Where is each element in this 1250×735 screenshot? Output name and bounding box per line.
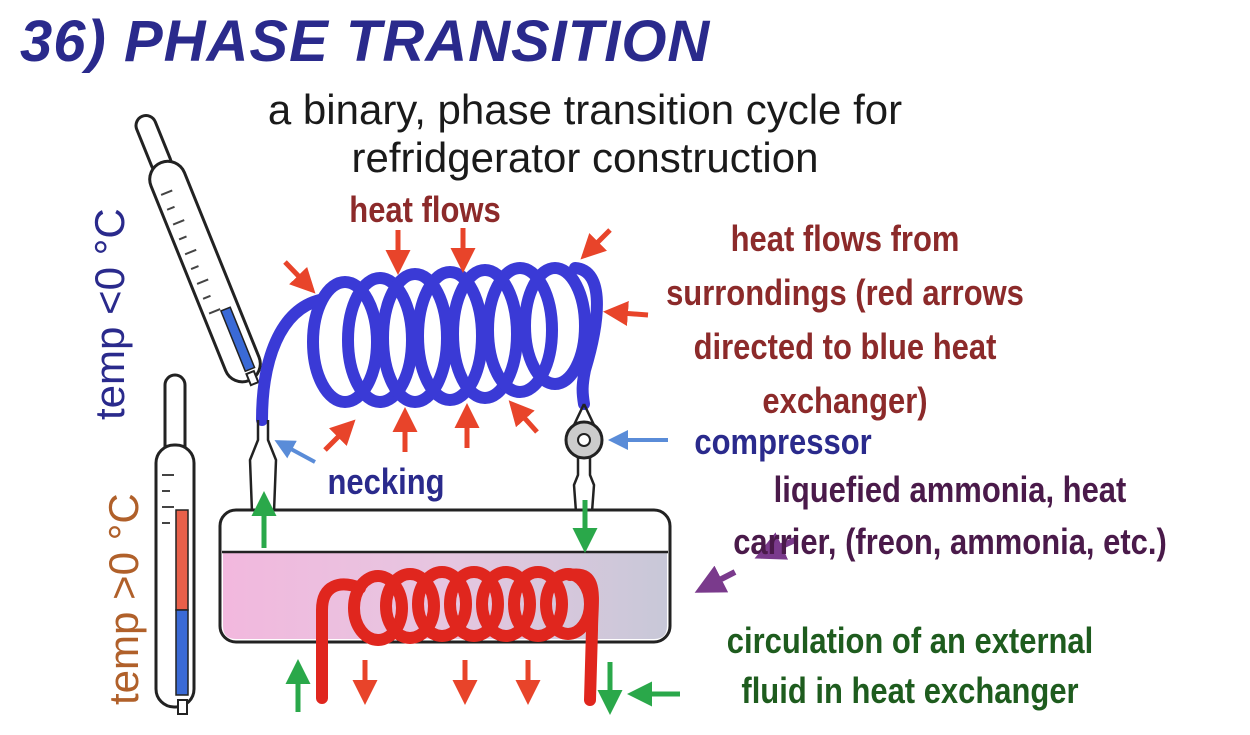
blue-heat-exchanger-coil	[256, 262, 603, 426]
liquid-pointer-arrows	[694, 532, 797, 593]
thermometer-cold	[134, 114, 262, 387]
necking-pipe	[248, 420, 278, 513]
circulation-label: circulation of an external fluid in heat…	[726, 620, 1094, 711]
subtitle: a binary, phase transition cycle for ref…	[267, 86, 903, 181]
red-heat-exchanger-coil	[316, 566, 599, 706]
temp-below-zero-label: temp <0 °C	[86, 208, 133, 420]
label-pointer-arrows	[274, 430, 668, 464]
liquefied-ammonia-label: liquefied ammonia, heat carrier, (freon,…	[733, 469, 1167, 562]
necking-label: necking	[327, 461, 445, 502]
fluid-flow-arrows	[251, 491, 680, 715]
page-title: 36) PHASE TRANSITION	[20, 9, 711, 74]
temp-above-zero-label: temp >0 °C	[100, 493, 147, 705]
heat-flows-label: heat flows	[349, 189, 501, 230]
compressor-unit	[564, 403, 604, 513]
heat-flows-surroundings-label: heat flows from surrondings (red arrows …	[666, 218, 1024, 421]
heat-flow-arrows	[283, 228, 649, 705]
compressor-label: compressor	[694, 421, 872, 462]
thermometer-warm	[154, 373, 196, 715]
